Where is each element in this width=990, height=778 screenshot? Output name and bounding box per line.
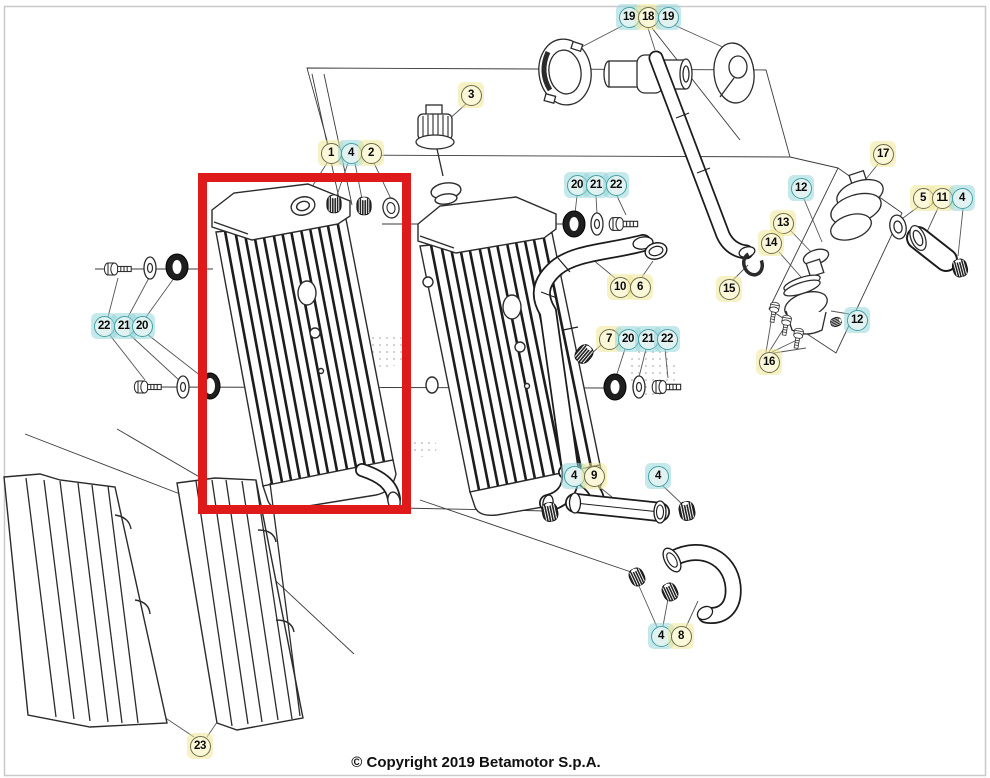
radiator-cap — [415, 104, 455, 177]
callout-6[interactable]: 6 — [627, 274, 653, 300]
callout-number: 19 — [657, 6, 679, 28]
callout-number: 2 — [360, 142, 382, 164]
callout-number: 5 — [912, 187, 934, 209]
callout-number: 15 — [718, 278, 740, 300]
louver-panels — [3, 473, 304, 731]
highlight-box — [198, 173, 411, 514]
callout-12[interactable]: 12 — [788, 175, 814, 201]
thermostat-assembly — [741, 169, 970, 350]
callout-number: 14 — [760, 232, 782, 254]
callout-15[interactable]: 15 — [716, 276, 742, 302]
callout-number: 23 — [189, 735, 211, 757]
drain-tube — [648, 50, 756, 260]
callout-number: 12 — [846, 309, 868, 331]
callout-number: 13 — [772, 212, 794, 234]
callout-number: 22 — [93, 315, 115, 337]
copyright-text: © Copyright 2019 Betamotor S.p.A. — [351, 754, 601, 771]
callout-number: 21 — [585, 174, 607, 196]
union-nuts — [326, 194, 400, 219]
callout-23[interactable]: 23 — [187, 733, 213, 759]
callout-number: 22 — [605, 174, 627, 196]
callout-number: 21 — [637, 328, 659, 350]
callout-number: 6 — [629, 276, 651, 298]
callout-8[interactable]: 8 — [668, 623, 694, 649]
callout-number: 4 — [951, 187, 973, 209]
leader-lines — [107, 24, 964, 738]
callout-number: 12 — [790, 177, 812, 199]
callout-3[interactable]: 3 — [458, 82, 484, 108]
callout-number: 8 — [670, 625, 692, 647]
callout-9[interactable]: 9 — [581, 463, 607, 489]
callout-number: 3 — [460, 84, 482, 106]
callout-number: 9 — [583, 465, 605, 487]
callout-number: 4 — [647, 465, 669, 487]
page-border — [3, 5, 987, 777]
callout-16[interactable]: 16 — [756, 349, 782, 375]
callout-19[interactable]: 19 — [616, 4, 642, 30]
callout-number: 7 — [598, 328, 620, 350]
callout-number: 16 — [758, 351, 780, 373]
callout-number: 10 — [609, 276, 631, 298]
callout-22[interactable]: 22 — [654, 326, 680, 352]
callout-20[interactable]: 20 — [129, 313, 155, 339]
callout-number: 20 — [131, 315, 153, 337]
callout-4[interactable]: 4 — [645, 463, 671, 489]
left-radiator-fins — [223, 219, 386, 485]
callout-22[interactable]: 22 — [603, 172, 629, 198]
connector-tube — [540, 492, 697, 524]
left-radiator — [211, 183, 401, 511]
callout-2[interactable]: 2 — [358, 140, 384, 166]
top-cap-assembly — [538, 38, 755, 106]
callout-number: 17 — [872, 143, 894, 165]
callout-12[interactable]: 12 — [844, 307, 870, 333]
callout-19[interactable]: 19 — [655, 4, 681, 30]
callout-number: 22 — [656, 328, 678, 350]
elbow-hose — [626, 544, 742, 624]
callout-14[interactable]: 14 — [758, 230, 784, 256]
callout-17[interactable]: 17 — [870, 141, 896, 167]
callout-4[interactable]: 4 — [949, 185, 975, 211]
